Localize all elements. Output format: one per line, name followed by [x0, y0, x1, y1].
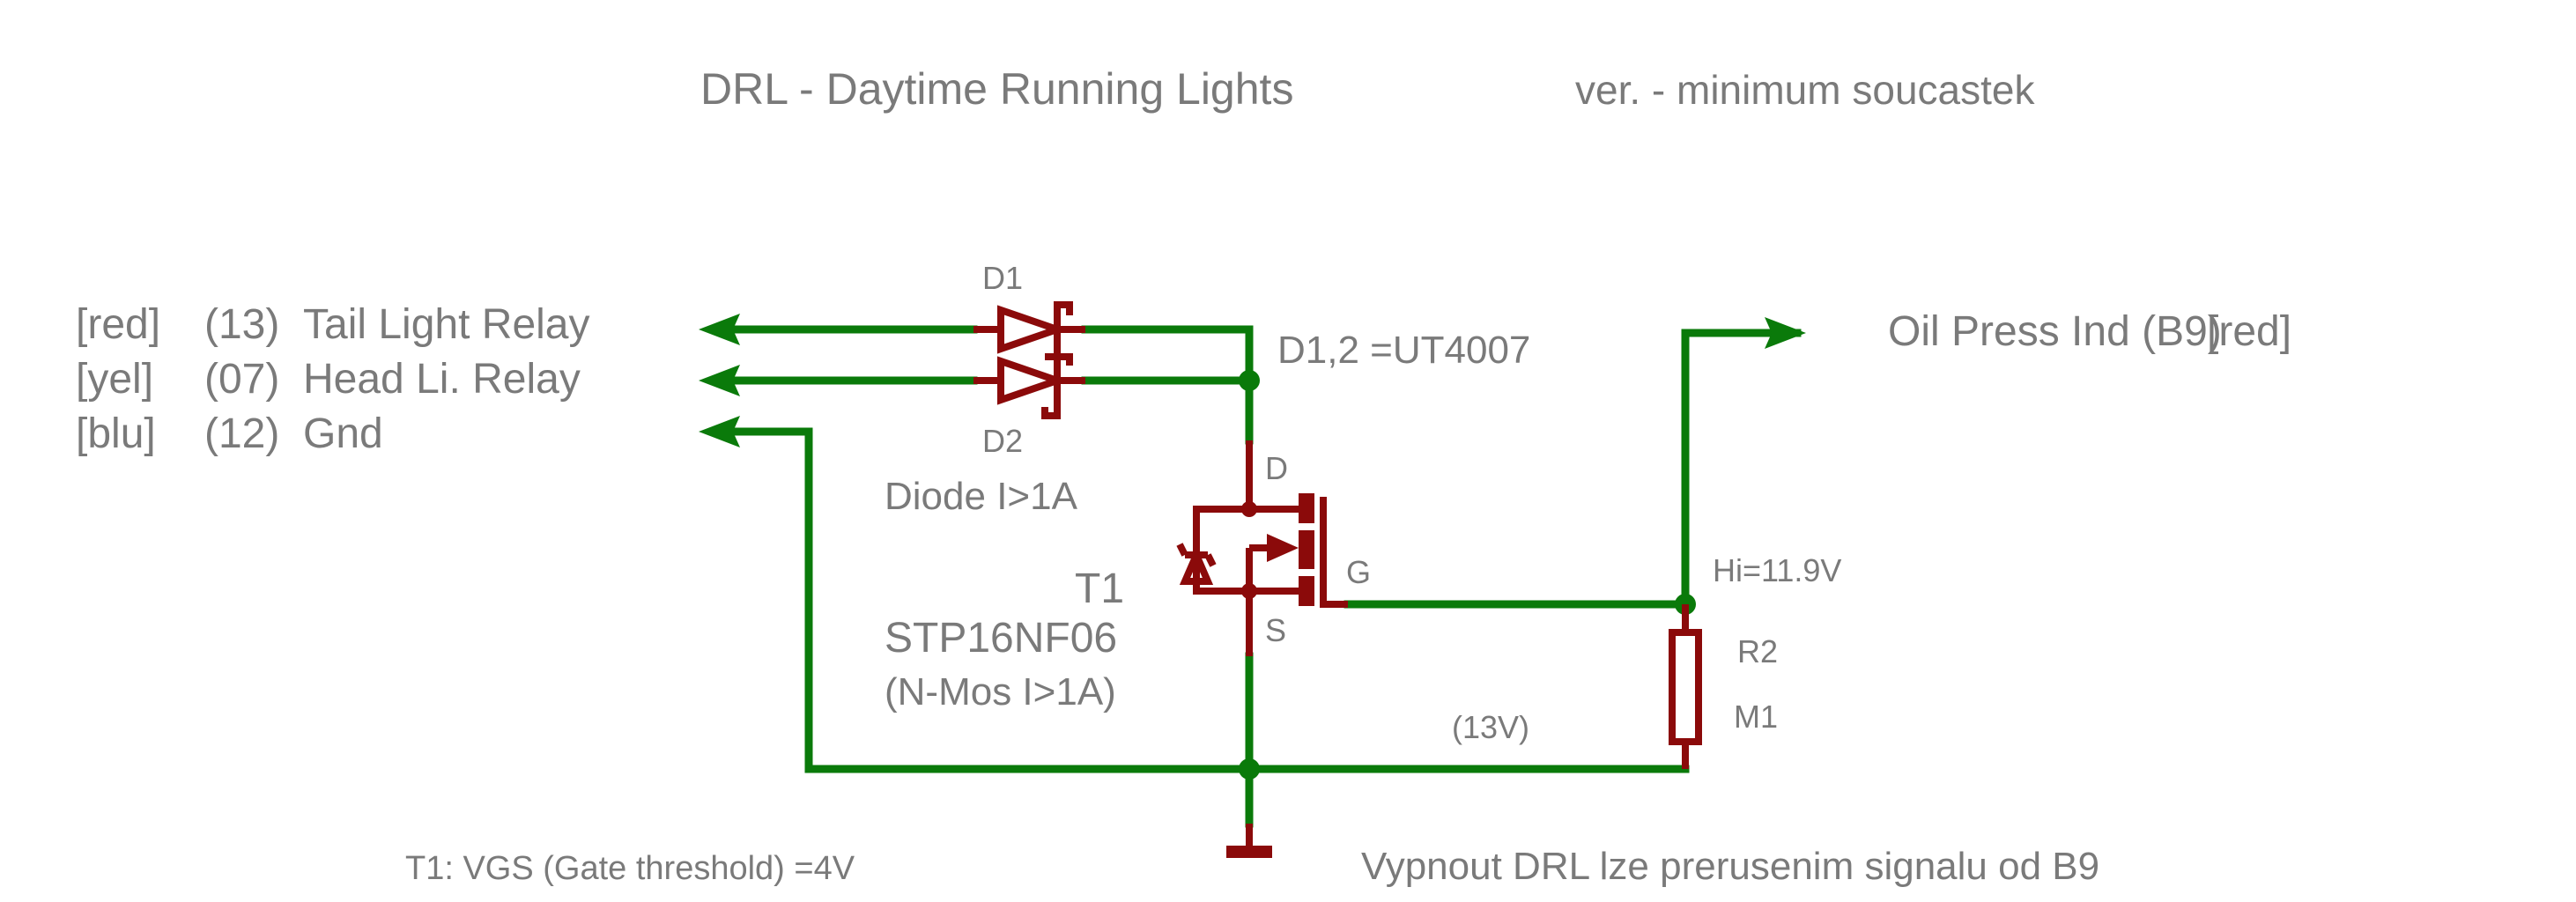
arrow-right-icon — [1765, 317, 1806, 349]
diode-d1-label: D1 — [982, 260, 1023, 296]
schematic-subtitle: ver. - minimum soucastek — [1575, 67, 2035, 113]
schematic-title: DRL - Daytime Running Lights — [700, 64, 1293, 114]
voltage-high: Hi=11.9V — [1713, 552, 1841, 588]
note-gate-threshold: T1: VGS (Gate threshold) =4V — [405, 850, 855, 887]
diode-d2 — [973, 349, 1085, 419]
mosfet-pin-g: G — [1346, 554, 1371, 590]
resistor-ref: R2 — [1737, 633, 1778, 669]
junction-dot — [1239, 758, 1260, 780]
connector-name: Head Li. Relay — [303, 356, 581, 403]
connector-name: Tail Light Relay — [303, 301, 590, 348]
mosfet-spec: (N-Mos I>1A) — [885, 670, 1116, 713]
wire-d1-cathode — [1081, 325, 1254, 445]
connector-color: [yel] — [76, 356, 153, 403]
connector-tail-light: [red] (13) Tail Light Relay — [76, 301, 590, 348]
arrow-left-icon — [699, 365, 740, 396]
diode-d2-label: D2 — [982, 423, 1023, 459]
connector-color: [red] — [76, 301, 160, 348]
mosfet-pin-s: S — [1265, 612, 1286, 648]
wires — [727, 325, 1802, 828]
connector-head-light: [yel] (07) Head Li. Relay — [76, 356, 581, 403]
ground-icon — [1226, 824, 1272, 858]
resistor-value: M1 — [1734, 699, 1778, 735]
connector-gnd: [blu] (12) Gnd — [76, 410, 383, 457]
mosfet-pin-d: D — [1265, 450, 1288, 486]
junction-dot — [1239, 370, 1260, 391]
connector-oil-press: Oil Press Ind (B9) — [1888, 308, 2222, 355]
diode-d1 — [973, 301, 1085, 354]
arrow-left-icon — [699, 314, 740, 345]
connector-pin: (13) — [204, 301, 279, 348]
connector-oil-press-color: [red] — [2207, 308, 2291, 355]
resistor-r2 — [1669, 604, 1702, 769]
mosfet-part: STP16NF06 — [885, 615, 1117, 662]
voltage-supply: (13V) — [1452, 709, 1529, 745]
connector-color: [blu] — [76, 410, 156, 457]
connector-pin: (12) — [204, 410, 279, 457]
diode-spec: Diode I>1A — [885, 475, 1078, 518]
arrow-left-icon — [699, 416, 740, 447]
wire-oil-press — [1681, 329, 1802, 609]
mosfet-t1 — [1176, 440, 1348, 656]
note-disable: Vypnout DRL lze prerusenim signalu od B9 — [1361, 845, 2099, 888]
connector-pin: (07) — [204, 356, 279, 403]
connector-name: Gnd — [303, 410, 383, 457]
mosfet-ref: T1 — [1075, 566, 1124, 612]
diode-part-note: D1,2 =UT4007 — [1277, 329, 1530, 372]
